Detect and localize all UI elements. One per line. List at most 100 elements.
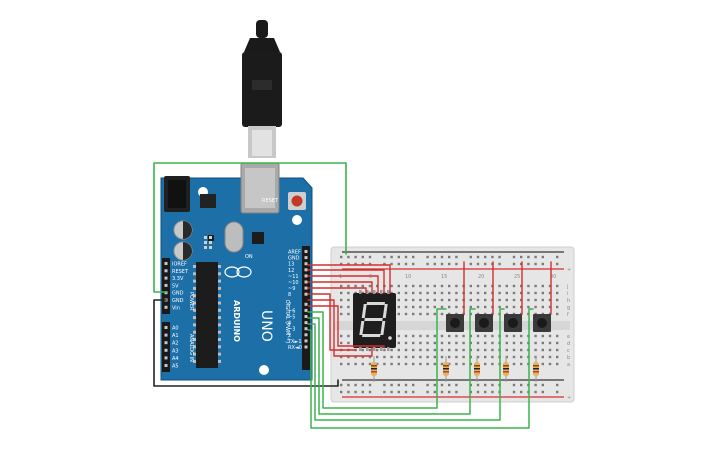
row-label-g: g (567, 305, 570, 311)
usb-chip (252, 232, 264, 244)
digital-pin-label: 7 (288, 302, 291, 308)
col-label-10: 10 (405, 274, 411, 280)
wire-gnd[interactable] (153, 299, 339, 387)
analog-header-label: ANALOG IN (188, 334, 194, 362)
digital-pin-label: GND (288, 256, 300, 262)
digital-pin-label: ~9 (288, 286, 295, 292)
segment-c (380, 321, 386, 335)
analog-pin-label: A4 (172, 356, 179, 362)
row-label-f: f (567, 312, 569, 318)
digital-pin-label: 13 (288, 262, 294, 268)
power-pin-label: GND (172, 291, 184, 297)
atmega-chip (196, 262, 218, 368)
segment-a (366, 302, 385, 305)
arduino-logo (224, 266, 240, 278)
bottom-rail-plus: + (567, 395, 571, 401)
push-button-2[interactable] (475, 314, 493, 332)
wire-pin-13[interactable] (307, 264, 391, 294)
wire-pin-6[interactable] (308, 305, 385, 348)
wire-button-2-signal[interactable] (307, 308, 476, 415)
resistor-button-1[interactable] (443, 356, 449, 382)
col-label-25: 25 (514, 274, 520, 280)
row-label-d: d (567, 341, 570, 347)
digital-header (302, 246, 310, 370)
segment-f (361, 304, 367, 318)
col-label-1: 1 (339, 274, 342, 280)
wire-5v[interactable] (153, 162, 347, 293)
row-label-a: a (567, 362, 570, 368)
wire-pin-12[interactable] (307, 269, 385, 294)
analog-pin-label: A3 (172, 348, 179, 354)
push-button-4[interactable] (533, 314, 551, 332)
voltage-regulator (200, 194, 216, 208)
power-pin-label: Vin (172, 305, 180, 311)
digital-pin-label: 2 (288, 333, 291, 339)
digital-pin-label: TX►1 (287, 339, 302, 345)
row-label-c: c (567, 348, 570, 354)
digital-pin-label: 4 (288, 321, 291, 327)
analog-pin-label: A5 (172, 364, 179, 370)
analog-header (162, 322, 170, 372)
resistor-button-2[interactable] (474, 356, 480, 382)
wire-pin-11[interactable] (307, 275, 379, 294)
digital-pin-label: ~5 (288, 315, 295, 321)
digital-pin-label: 12 (288, 268, 294, 274)
power-pin-label: GND (172, 298, 184, 304)
reset-label: RESET (262, 198, 279, 204)
digital-pin-label: ~3 (288, 327, 295, 333)
col-label-5: 5 (369, 274, 372, 280)
reset-button-cap[interactable] (291, 195, 303, 207)
mounting-hole (259, 365, 269, 375)
analog-pin-label: A0 (172, 326, 179, 332)
mounting-hole (292, 215, 302, 225)
digital-pin-label: RX◄0 (288, 345, 302, 351)
digital-pin-label: ~6 (288, 308, 295, 314)
model-label: UNO (258, 310, 274, 342)
digital-pin-label: 8 (288, 292, 291, 298)
col-label-20: 20 (478, 274, 484, 280)
wire-pin-8[interactable] (307, 293, 357, 351)
on-led-label: ON (245, 254, 253, 260)
col-label-30: 30 (550, 274, 556, 280)
resistor-button-3[interactable] (503, 356, 509, 382)
wire-button-1-signal[interactable] (307, 308, 447, 409)
power-pin-label: 3.3V (172, 276, 184, 282)
wire-button-4-signal[interactable] (307, 308, 534, 429)
segment-g (364, 318, 383, 321)
col-label-15: 15 (441, 274, 447, 280)
power-pin-label: 5V (172, 283, 179, 289)
row-label-i: i (567, 291, 568, 297)
row-label-j: j (566, 284, 568, 290)
power-pin-label: IOREF (172, 262, 187, 268)
icsp-header (204, 236, 212, 249)
brand-label: ARDUINO (232, 300, 241, 342)
top-rail-plus: + (567, 267, 571, 273)
seven-segment-display[interactable] (353, 290, 396, 351)
breadboard-holes (340, 255, 559, 394)
digital-pin-label: ~11 (288, 274, 299, 280)
wire-pin-7[interactable] (307, 299, 373, 357)
power-pin-label: RESET (172, 269, 189, 275)
row-label-b: b (567, 355, 570, 361)
segment-e (359, 321, 365, 335)
wire-pin-9[interactable] (307, 287, 367, 294)
push-button-1[interactable] (446, 314, 464, 332)
usb-cable (242, 20, 282, 158)
digital-pin-label: AREF (288, 250, 301, 256)
row-label-h: h (567, 298, 570, 304)
push-button-3[interactable] (504, 314, 522, 332)
wire-pin-10[interactable] (307, 281, 373, 294)
row-label-e: e (567, 334, 570, 340)
resistor-display[interactable] (371, 356, 377, 382)
segment-dp (388, 336, 392, 340)
wire-button-3-signal[interactable] (307, 308, 505, 421)
segment-d (362, 334, 381, 337)
segment-b (382, 304, 388, 318)
crystal-oscillator (224, 221, 244, 253)
resistor-button-4[interactable] (533, 356, 539, 382)
